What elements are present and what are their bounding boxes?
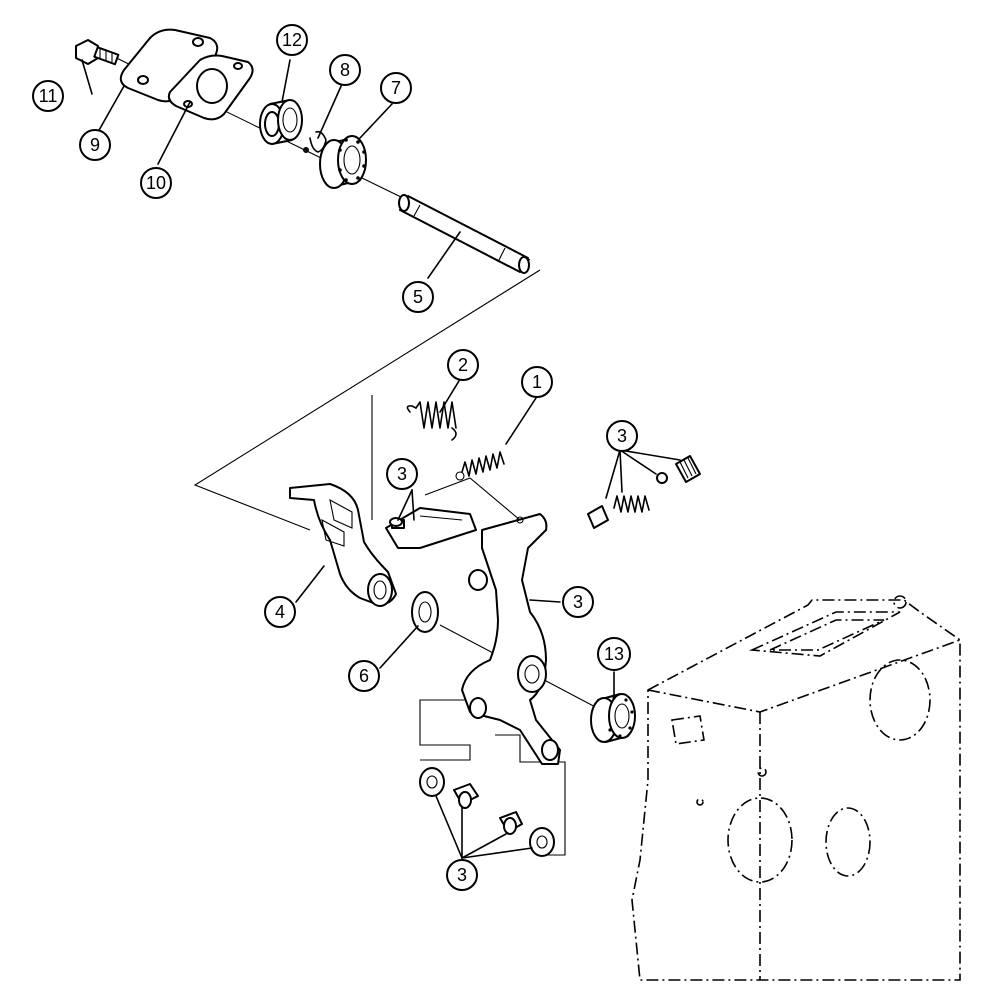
callout-12: 12	[276, 24, 308, 56]
spring-large-part	[406, 401, 457, 441]
bracket-part	[385, 507, 477, 549]
bolt-part	[75, 39, 120, 66]
callout-3-lever: 3	[562, 586, 594, 618]
svg-text:11: 11	[39, 86, 58, 106]
washer-part	[411, 591, 439, 633]
shaft-part	[398, 194, 530, 274]
svg-text:12: 12	[282, 30, 302, 50]
svg-text:13: 13	[604, 644, 624, 664]
svg-text:3: 3	[573, 592, 583, 612]
callout-5: 5	[402, 281, 434, 313]
svg-text:2: 2	[458, 355, 468, 375]
svg-text:3: 3	[457, 865, 467, 885]
indicator-lines	[193, 269, 621, 856]
svg-text:7: 7	[391, 78, 401, 98]
gasket-part	[167, 54, 254, 121]
svg-text:3: 3	[397, 464, 407, 484]
callout-3-bottom: 3	[446, 859, 478, 891]
svg-text:1: 1	[532, 372, 542, 392]
detent-spring-part	[587, 495, 650, 529]
detent-ball-part	[656, 472, 668, 484]
svg-text:9: 9	[90, 135, 100, 155]
shift-lever-part	[289, 483, 397, 607]
callout-3-right: 3	[606, 420, 638, 452]
callout-9: 9	[79, 129, 111, 161]
shift-fork-part	[461, 513, 561, 765]
callout-8: 8	[329, 54, 361, 86]
callout-6: 6	[348, 660, 380, 692]
fork-pads-part	[419, 767, 555, 857]
callout-7: 7	[380, 72, 412, 104]
detent-plug-part	[675, 455, 701, 483]
transmission-housing	[631, 595, 961, 981]
svg-text:6: 6	[359, 666, 369, 686]
svg-text:10: 10	[146, 173, 166, 193]
svg-text:5: 5	[413, 287, 423, 307]
callout-leaders	[81, 59, 681, 859]
svg-text:4: 4	[275, 602, 285, 622]
callout-1: 1	[521, 366, 553, 398]
callout-3-top: 3	[386, 458, 418, 490]
callout-13: 13	[597, 637, 631, 671]
callout-4: 4	[264, 596, 296, 628]
callout-2: 2	[447, 349, 479, 381]
callout-11: 11	[32, 80, 64, 112]
spring-small-part	[455, 451, 505, 481]
seal-part	[259, 99, 303, 145]
svg-text:3: 3	[617, 426, 627, 446]
callout-10: 10	[140, 167, 172, 199]
bearing-part	[319, 135, 367, 189]
svg-text:8: 8	[340, 60, 350, 80]
bearing-13-part	[590, 693, 636, 743]
